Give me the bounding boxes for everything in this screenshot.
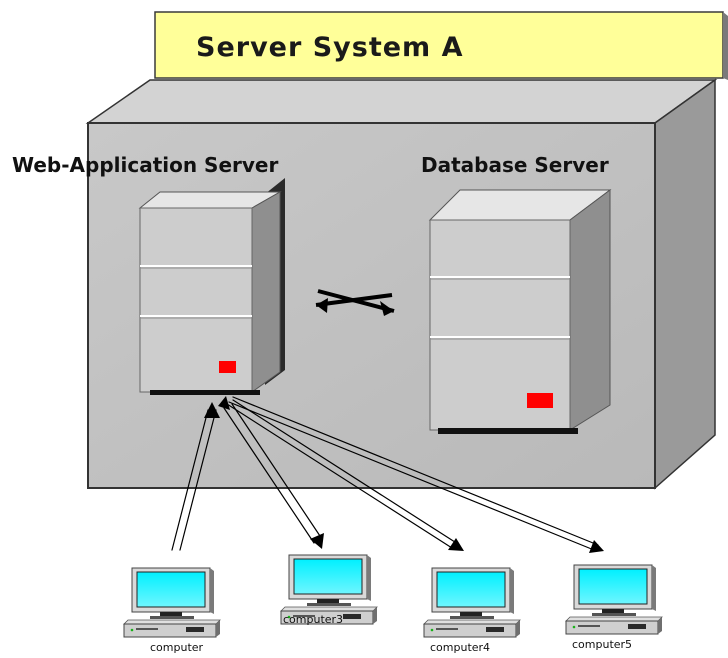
computer-label-1: computer (150, 641, 204, 654)
monitor-screen (293, 558, 363, 595)
title-tab-side (723, 12, 728, 80)
computer-label-3: computer3 (283, 613, 343, 626)
connection-computer4 (226, 399, 464, 551)
computer-icon-4 (423, 567, 521, 638)
computer-label-5: computer5 (572, 638, 632, 651)
computer-label-4: computer4 (430, 641, 490, 654)
web-server-indicator (219, 361, 236, 373)
connection-computer3 (223, 403, 324, 549)
monitor-screen (136, 571, 206, 608)
title-tab: Server System A (154, 11, 728, 80)
database-server-icon (428, 189, 612, 434)
server-link-arrow (315, 289, 395, 316)
computer-icon-5 (565, 564, 663, 635)
monitor-screen (436, 571, 506, 608)
database-server-indicator (527, 393, 553, 408)
web-server-icon (138, 178, 285, 395)
connection-computer5 (228, 396, 604, 553)
computer-icon-1 (123, 567, 221, 638)
database-server-label: Database Server (421, 153, 609, 177)
monitor-screen (578, 568, 648, 605)
computer-row (123, 554, 663, 638)
connection-computer1 (171, 402, 220, 551)
enclosure-top (85, 79, 718, 124)
enclosure-side (654, 78, 716, 490)
diagram-title: Server System A (196, 32, 463, 63)
client-connections (171, 396, 604, 553)
web-server-label: Web-Application Server (12, 153, 278, 177)
computer-icon-3 (280, 554, 378, 625)
